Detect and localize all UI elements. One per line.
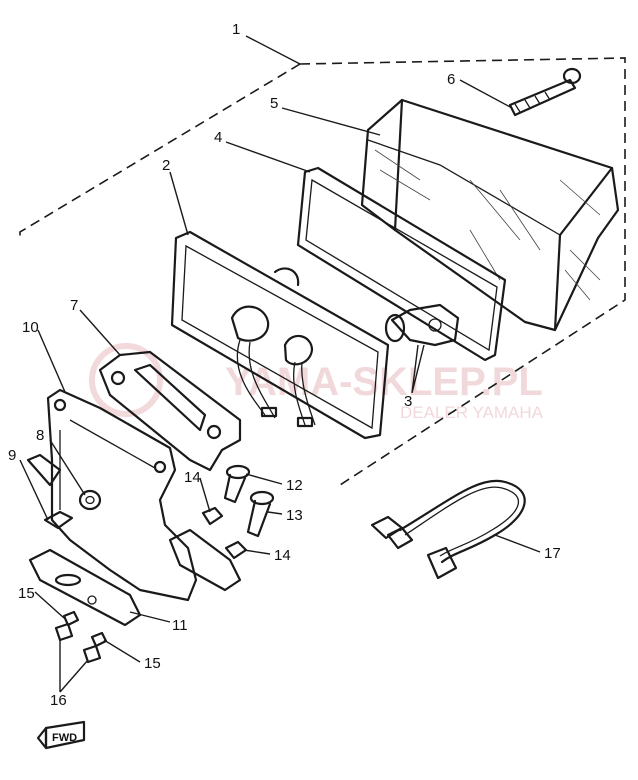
part-bulb — [384, 303, 460, 347]
callout-15a: 15 — [18, 585, 35, 602]
callout-17: 17 — [544, 545, 561, 562]
part-nut-14a — [201, 506, 224, 526]
part-washer-15b — [90, 631, 108, 648]
fwd-label: FWD — [52, 732, 77, 744]
callout-14a: 14 — [184, 469, 201, 486]
part-gasket — [296, 166, 507, 362]
part-bolt-13 — [246, 490, 275, 538]
part-license-bracket — [46, 388, 198, 602]
callout-11: 11 — [172, 617, 188, 634]
part-nut-16 — [54, 622, 102, 664]
callout-9: 9 — [8, 447, 16, 464]
part-bracket-plate — [98, 350, 242, 472]
watermark-sub-text: DEALER YAMAHA — [400, 403, 544, 422]
callout-13: 13 — [286, 507, 303, 524]
callout-15b: 15 — [144, 655, 161, 672]
assembly-boundary — [19, 57, 626, 486]
callout-16: 16 — [50, 692, 67, 709]
callout-1: 1 — [232, 21, 240, 38]
callout-numbers: 1 2 3 4 5 6 7 8 9 10 11 12 13 14 14 15 1… — [8, 21, 561, 709]
callout-8: 8 — [36, 427, 44, 444]
part-bolt-9 — [43, 510, 74, 530]
leader-lines — [19, 35, 541, 693]
fwd-direction-mark: FWD — [36, 720, 86, 750]
callout-6: 6 — [447, 71, 455, 88]
watermark-logo-icon — [89, 343, 163, 417]
part-screw — [508, 67, 582, 117]
callout-2: 2 — [162, 157, 170, 174]
callout-12: 12 — [286, 477, 303, 494]
callout-3: 3 — [404, 393, 412, 410]
part-grommet — [78, 489, 102, 511]
part-washer-15a — [62, 610, 80, 627]
callout-10: 10 — [22, 319, 39, 336]
part-nut-14b — [224, 540, 248, 560]
part-bolt-12 — [223, 464, 251, 504]
callout-4: 4 — [214, 129, 222, 146]
part-wire-harness — [370, 479, 526, 580]
callout-5: 5 — [270, 95, 278, 112]
part-housing — [170, 230, 390, 440]
part-lens — [360, 98, 620, 332]
callout-7: 7 — [70, 297, 78, 314]
callout-14b: 14 — [274, 547, 291, 564]
